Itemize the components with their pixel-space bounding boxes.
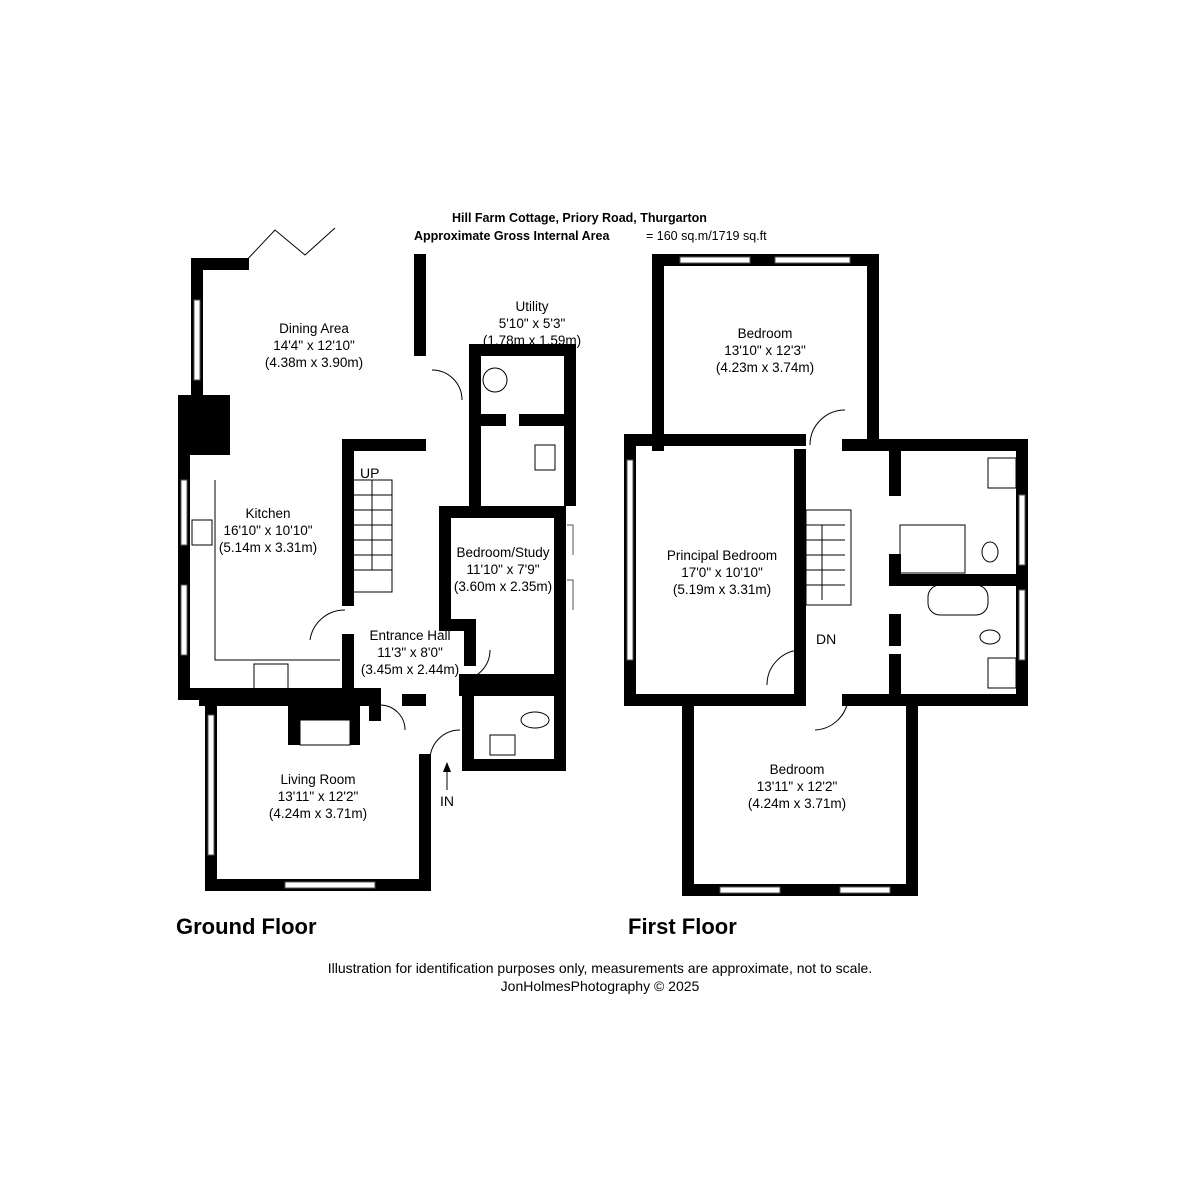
room-bedroom-rear: Bedroom 13'10" x 12'3" (4.23m x 3.74m): [716, 325, 814, 376]
room-name: Bedroom/Study: [456, 545, 550, 560]
footer-credit: JonHolmesPhotography © 2025: [500, 978, 700, 994]
footer-disclaimer: Illustration for identification purposes…: [327, 960, 873, 976]
room-name: Utility: [515, 299, 549, 314]
room-name: Living Room: [280, 772, 356, 787]
room-metric: (4.24m x 3.71m): [268, 806, 368, 821]
header-area-label: Approximate Gross Internal Area: [414, 229, 610, 243]
room-metric: (1.78m x 1.59m): [482, 333, 582, 348]
room-metric: (5.14m x 3.31m): [218, 540, 318, 555]
room-metric: (4.23m x 3.74m): [715, 360, 815, 375]
first-floor-label: First Floor: [628, 914, 737, 939]
ground-floor-walls: [178, 254, 576, 891]
room-name: Dining Area: [279, 321, 349, 336]
header-area-value: = 160 sq.m/1719 sq.ft: [646, 229, 767, 243]
first-floor-fixtures: [766, 409, 1017, 731]
room-imperial: 17'0" x 10'10": [681, 565, 763, 580]
room-name: Bedroom: [737, 326, 793, 341]
room-metric: (3.45m x 2.44m): [360, 662, 460, 677]
room-name: Kitchen: [245, 506, 291, 521]
room-entrance-hall: Entrance Hall 11'3" x 8'0" (3.45m x 2.44…: [361, 627, 459, 678]
room-dining-area: Dining Area 14'4" x 12'10" (4.38m x 3.90…: [265, 320, 363, 371]
room-imperial: 11'10" x 7'9": [466, 562, 540, 577]
chimney-breast: [178, 395, 230, 455]
room-name: Principal Bedroom: [666, 548, 778, 563]
room-imperial: 5'10" x 5'3": [498, 316, 566, 331]
room-bedroom-study: Bedroom/Study 11'10" x 7'9" (3.60m x 2.3…: [454, 544, 552, 595]
room-living-room: Living Room 13'11" x 12'2" (4.24m x 3.71…: [269, 771, 367, 822]
ground-floor-label: Ground Floor: [176, 914, 317, 939]
header-title: Hill Farm Cottage, Priory Road, Thurgart…: [452, 211, 707, 225]
room-imperial: 16'10" x 10'10": [223, 523, 313, 538]
ground-floor-fixtures: [191, 227, 556, 790]
room-name: Entrance Hall: [369, 628, 451, 643]
entrance-label: IN: [440, 793, 454, 809]
room-metric: (5.19m x 3.31m): [672, 582, 772, 597]
room-metric: (4.38m x 3.90m): [264, 355, 364, 370]
room-imperial: 13'11" x 12'2": [756, 779, 838, 794]
stairs-down-label: DN: [816, 631, 837, 647]
room-kitchen: Kitchen 16'10" x 10'10" (5.14m x 3.31m): [219, 505, 317, 556]
stairs-up-label: UP: [360, 465, 380, 481]
room-imperial: 13'11" x 12'2": [277, 789, 359, 804]
room-name: Bedroom: [769, 762, 825, 777]
room-principal-bedroom: Principal Bedroom 17'0" x 10'10" (5.19m …: [667, 547, 777, 598]
room-utility: Utility 5'10" x 5'3" (1.78m x 1.59m): [483, 298, 581, 349]
room-bedroom-front: Bedroom 13'11" x 12'2" (4.24m x 3.71m): [748, 761, 846, 812]
room-imperial: 14'4" x 12'10": [273, 338, 355, 353]
room-metric: (4.24m x 3.71m): [747, 796, 847, 811]
ground-stairs: [351, 479, 393, 593]
room-imperial: 11'3" x 8'0": [377, 645, 443, 660]
room-imperial: 13'10" x 12'3": [724, 343, 806, 358]
first-floor-walls: [624, 254, 1028, 896]
room-metric: (3.60m x 2.35m): [453, 579, 553, 594]
